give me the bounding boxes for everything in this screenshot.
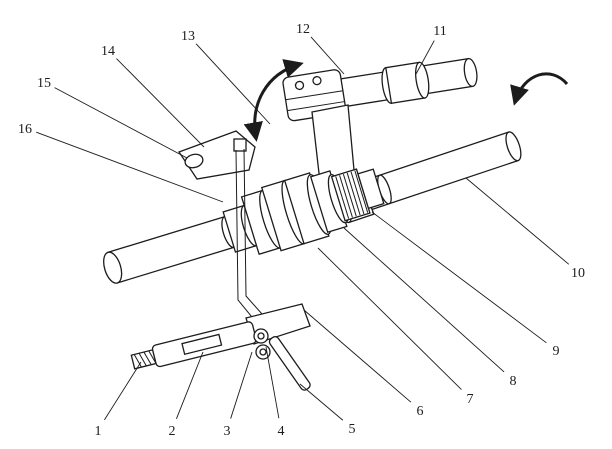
leader-line [371,211,547,344]
leader-line [303,309,412,403]
part-label: 14 [101,44,115,59]
shaft-collar [381,61,430,105]
leader-line [176,351,204,420]
part-label: 15 [37,76,51,91]
main-shaft [103,168,385,284]
part-label: 9 [553,344,560,359]
part-label: 6 [417,404,424,419]
leader-lines [36,36,570,421]
leader-line [299,383,344,421]
part-label: 2 [169,424,176,439]
part-label: 8 [510,374,517,389]
part-label: 3 [224,424,231,439]
leader-line [465,177,570,265]
rotation-arrow-right [510,72,569,106]
swing-double-arrow [243,59,304,142]
part-label: 7 [467,392,474,407]
leader-line [36,131,224,203]
part-label: 12 [296,22,310,37]
leader-line [343,227,505,373]
leader-line [195,43,271,125]
part-label: 4 [278,424,285,439]
threaded-tip [130,349,157,370]
lever [268,336,311,391]
part-label: 10 [571,266,585,281]
leader-line [310,36,345,75]
leader-line [265,346,280,419]
hanger-rod [235,148,263,323]
leader-line [54,87,188,159]
leader-line [317,247,462,390]
upper-bolt [253,328,269,344]
upper-shaft [282,57,478,122]
leader-line [415,40,435,75]
leader-line [104,361,142,421]
lower-bolt [255,344,271,360]
part-label: 13 [181,29,195,44]
part-label: 5 [349,422,356,437]
part-label: 16 [18,122,32,137]
leader-line [230,351,253,419]
center-link [311,104,355,183]
leader-line [116,58,205,148]
part-label: 1 [95,424,102,439]
part-label: 11 [433,24,446,39]
handle [130,321,257,370]
disc-cluster [240,170,348,256]
